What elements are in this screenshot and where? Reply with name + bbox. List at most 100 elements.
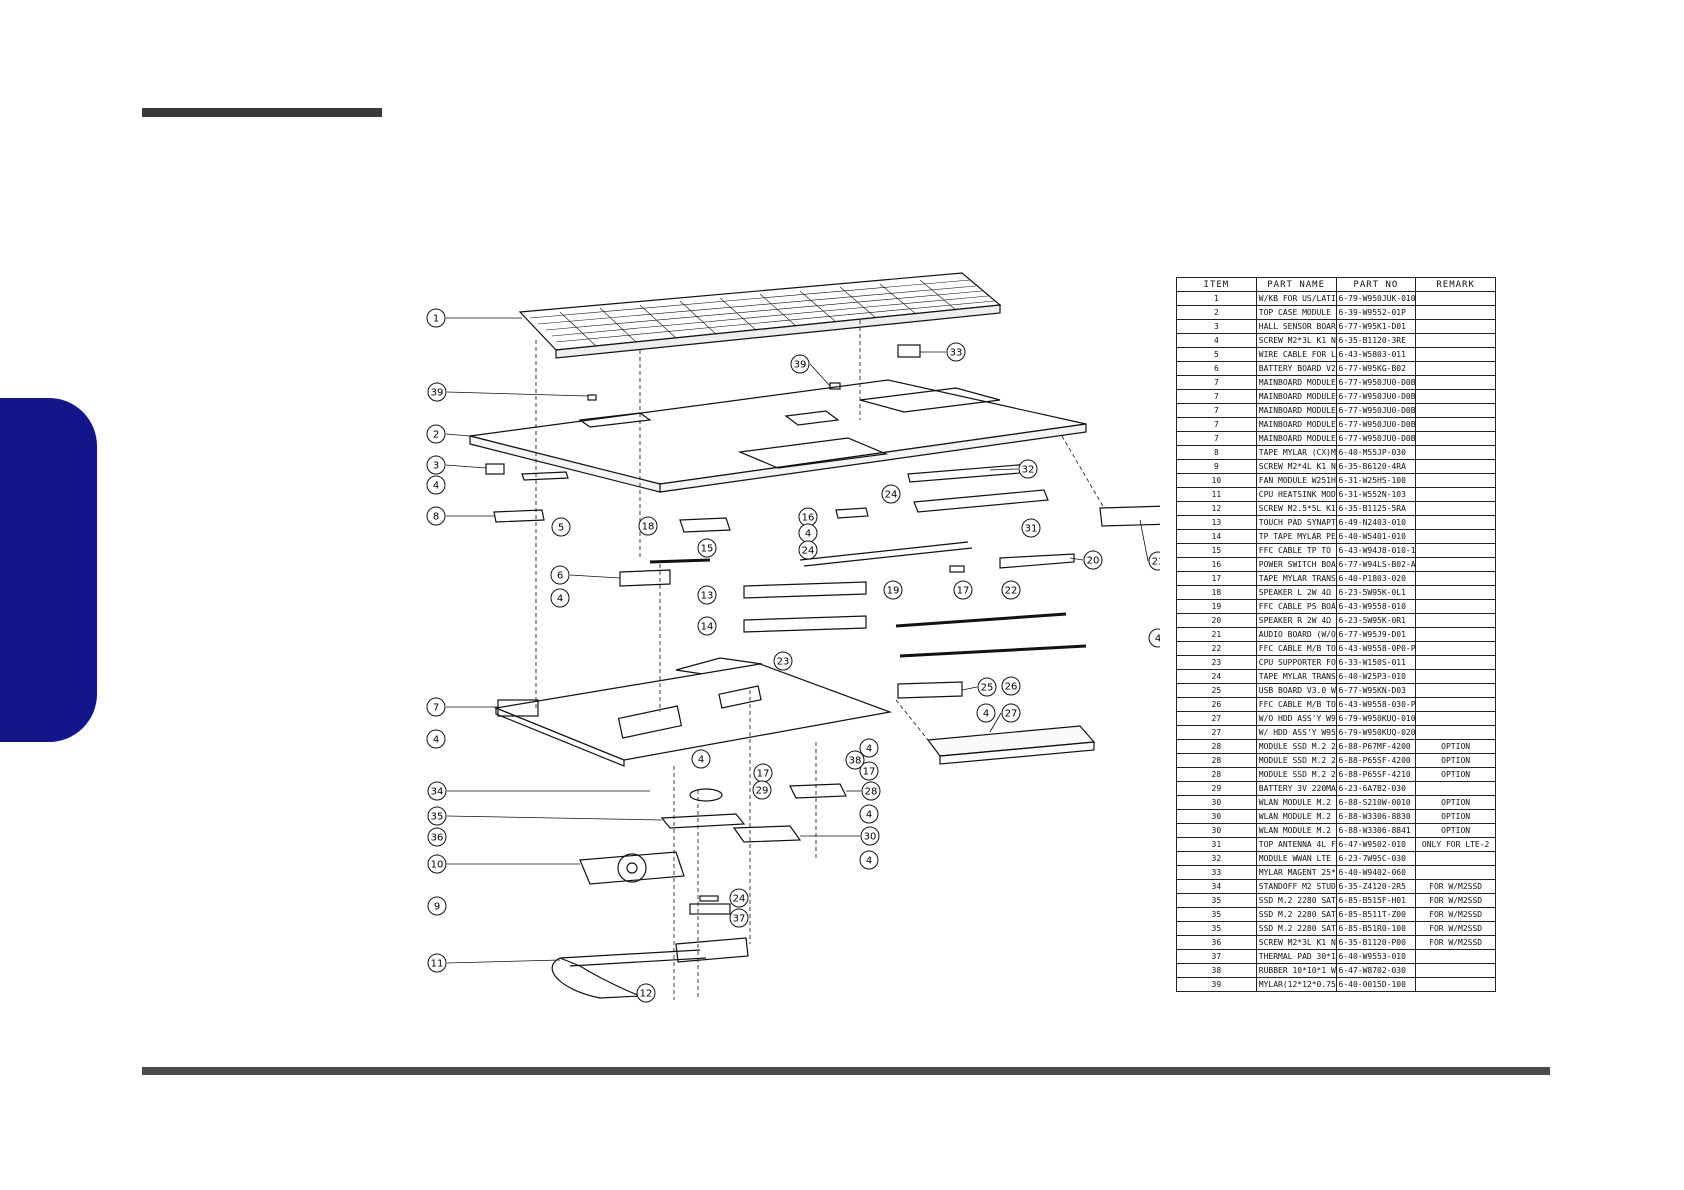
callout-circle bbox=[1148, 551, 1160, 571]
cell-remark bbox=[1415, 711, 1496, 726]
mylar-39-left bbox=[587, 394, 597, 401]
callout-4: 4 bbox=[1148, 628, 1160, 648]
cell-remark bbox=[1415, 305, 1496, 320]
cell-part-no: 6-88-S210W-0010 bbox=[1335, 795, 1417, 810]
cell-part-name: MODULE WWAN LTE bbox=[1255, 851, 1337, 866]
cell-part-name: SPEAKER L 2W 4Ω 20MM (TS) W950KU bbox=[1255, 585, 1337, 600]
callout-12: 12 bbox=[636, 983, 656, 1003]
cell-part-no: 6-49-N2403-010 bbox=[1335, 515, 1417, 530]
cell-remark bbox=[1415, 319, 1496, 334]
callout-circle bbox=[1001, 676, 1021, 696]
keyboard-keys bbox=[529, 279, 995, 347]
speaker-left bbox=[679, 517, 731, 533]
callout-18: 18 bbox=[638, 516, 658, 536]
callout-8: 8 bbox=[426, 506, 446, 526]
callout-33: 33 bbox=[946, 342, 966, 362]
callout-35: 35 bbox=[427, 806, 447, 826]
cell-remark bbox=[1415, 501, 1496, 516]
callout-1: 1 bbox=[426, 308, 446, 328]
header-remark: REMARK bbox=[1415, 277, 1496, 292]
callout-circle bbox=[427, 806, 447, 826]
callout-32: 32 bbox=[1018, 459, 1038, 479]
callout-17: 17 bbox=[859, 761, 879, 781]
cell-item: 1 bbox=[1176, 291, 1257, 306]
cell-part-name: SCREW M2*3L K1 NI 3C1 NY (1P+M2,ST+1LK) bbox=[1255, 333, 1337, 348]
cell-item: 29 bbox=[1176, 781, 1257, 796]
cell-remark: FOR W/M2SSD bbox=[1415, 921, 1496, 936]
cell-item: 23 bbox=[1176, 655, 1257, 670]
callout-20: 20 bbox=[1083, 550, 1103, 570]
callout-circle bbox=[426, 475, 446, 495]
wire-cable-5 bbox=[521, 471, 569, 481]
cell-item: 37 bbox=[1176, 949, 1257, 964]
cell-part-no: 6-35-B6120-4RA bbox=[1335, 459, 1417, 474]
ffc-cable-26 bbox=[899, 644, 1087, 658]
cell-item: 28 bbox=[1176, 753, 1257, 768]
callout-circle bbox=[427, 854, 447, 874]
callout-17: 17 bbox=[753, 763, 773, 783]
callout-circle bbox=[773, 651, 793, 671]
cell-part-no: 6-33-W150S-011 bbox=[1335, 655, 1417, 670]
callout-7: 7 bbox=[426, 697, 446, 717]
cell-item: 21 bbox=[1176, 627, 1257, 642]
cell-item: 16 bbox=[1176, 557, 1257, 572]
cell-item: 24 bbox=[1176, 669, 1257, 684]
callout-number: 17 bbox=[957, 586, 970, 597]
callout-number: 19 bbox=[887, 586, 900, 597]
callout-circle bbox=[426, 506, 446, 526]
callout-number: 30 bbox=[864, 832, 877, 843]
cell-part-no: 6-35-Z4120-2R5 bbox=[1335, 879, 1417, 894]
cell-part-no: 6-77-W950JU0-D0B-2E bbox=[1335, 431, 1417, 446]
callout-number: 4 bbox=[866, 810, 872, 821]
callout-10: 10 bbox=[427, 854, 447, 874]
callout-number: 15 bbox=[701, 544, 714, 555]
wwan-module bbox=[907, 463, 1033, 483]
cell-part-no: 6-77-W95KN-D03 bbox=[1335, 683, 1417, 698]
callout-circle bbox=[798, 540, 818, 560]
callout-number: 8 bbox=[433, 512, 439, 523]
cell-item: 38 bbox=[1176, 963, 1257, 978]
ffc-cable-22 bbox=[895, 612, 1067, 628]
callout-leaders bbox=[445, 317, 1149, 964]
cell-remark bbox=[1415, 781, 1496, 796]
callout-number: 2 bbox=[433, 430, 439, 441]
cell-remark: FOR W/M2SSD bbox=[1415, 879, 1496, 894]
ffc-cable-19 bbox=[799, 541, 969, 561]
callout-4: 4 bbox=[426, 475, 446, 495]
callout-number: 10 bbox=[431, 860, 444, 871]
callout-number: 21 bbox=[1152, 557, 1160, 568]
callout-number: 24 bbox=[802, 546, 815, 557]
cell-part-no: 6-43-W94J8-010-1 bbox=[1335, 543, 1417, 558]
callout-number: 28 bbox=[865, 787, 878, 798]
callout-25: 25 bbox=[977, 677, 997, 697]
cell-remark bbox=[1415, 417, 1496, 432]
cell-part-name: MYLAR MAGENT 25*8*0.125MM FOR W950JU bbox=[1255, 865, 1337, 880]
cell-part-no: 6-35-B1120-3RE bbox=[1335, 333, 1417, 348]
cell-item: 8 bbox=[1176, 445, 1257, 460]
cell-part-name: WLAN MODULE M.2 2230 bbox=[1255, 809, 1337, 824]
cell-part-no: 6-35-B1120-P00 bbox=[1335, 935, 1417, 950]
callout-number: 4 bbox=[866, 856, 872, 867]
callout-29: 29 bbox=[752, 780, 772, 800]
cell-item: 39 bbox=[1176, 977, 1257, 992]
table-row: 1W/KB FOR US/LATIN(SPANISH) MODULE W950J… bbox=[1176, 291, 1496, 306]
cell-part-name: BATTERY BOARD V2.0 W950KU bbox=[1255, 361, 1337, 376]
cell-item: 10 bbox=[1176, 473, 1257, 488]
footer-rule bbox=[142, 1067, 1550, 1075]
cell-part-name: W/ HDD ASS'Y W950KU bbox=[1255, 725, 1337, 740]
callout-4: 4 bbox=[859, 804, 879, 824]
cell-item: 11 bbox=[1176, 487, 1257, 502]
callout-27: 27 bbox=[1001, 703, 1021, 723]
